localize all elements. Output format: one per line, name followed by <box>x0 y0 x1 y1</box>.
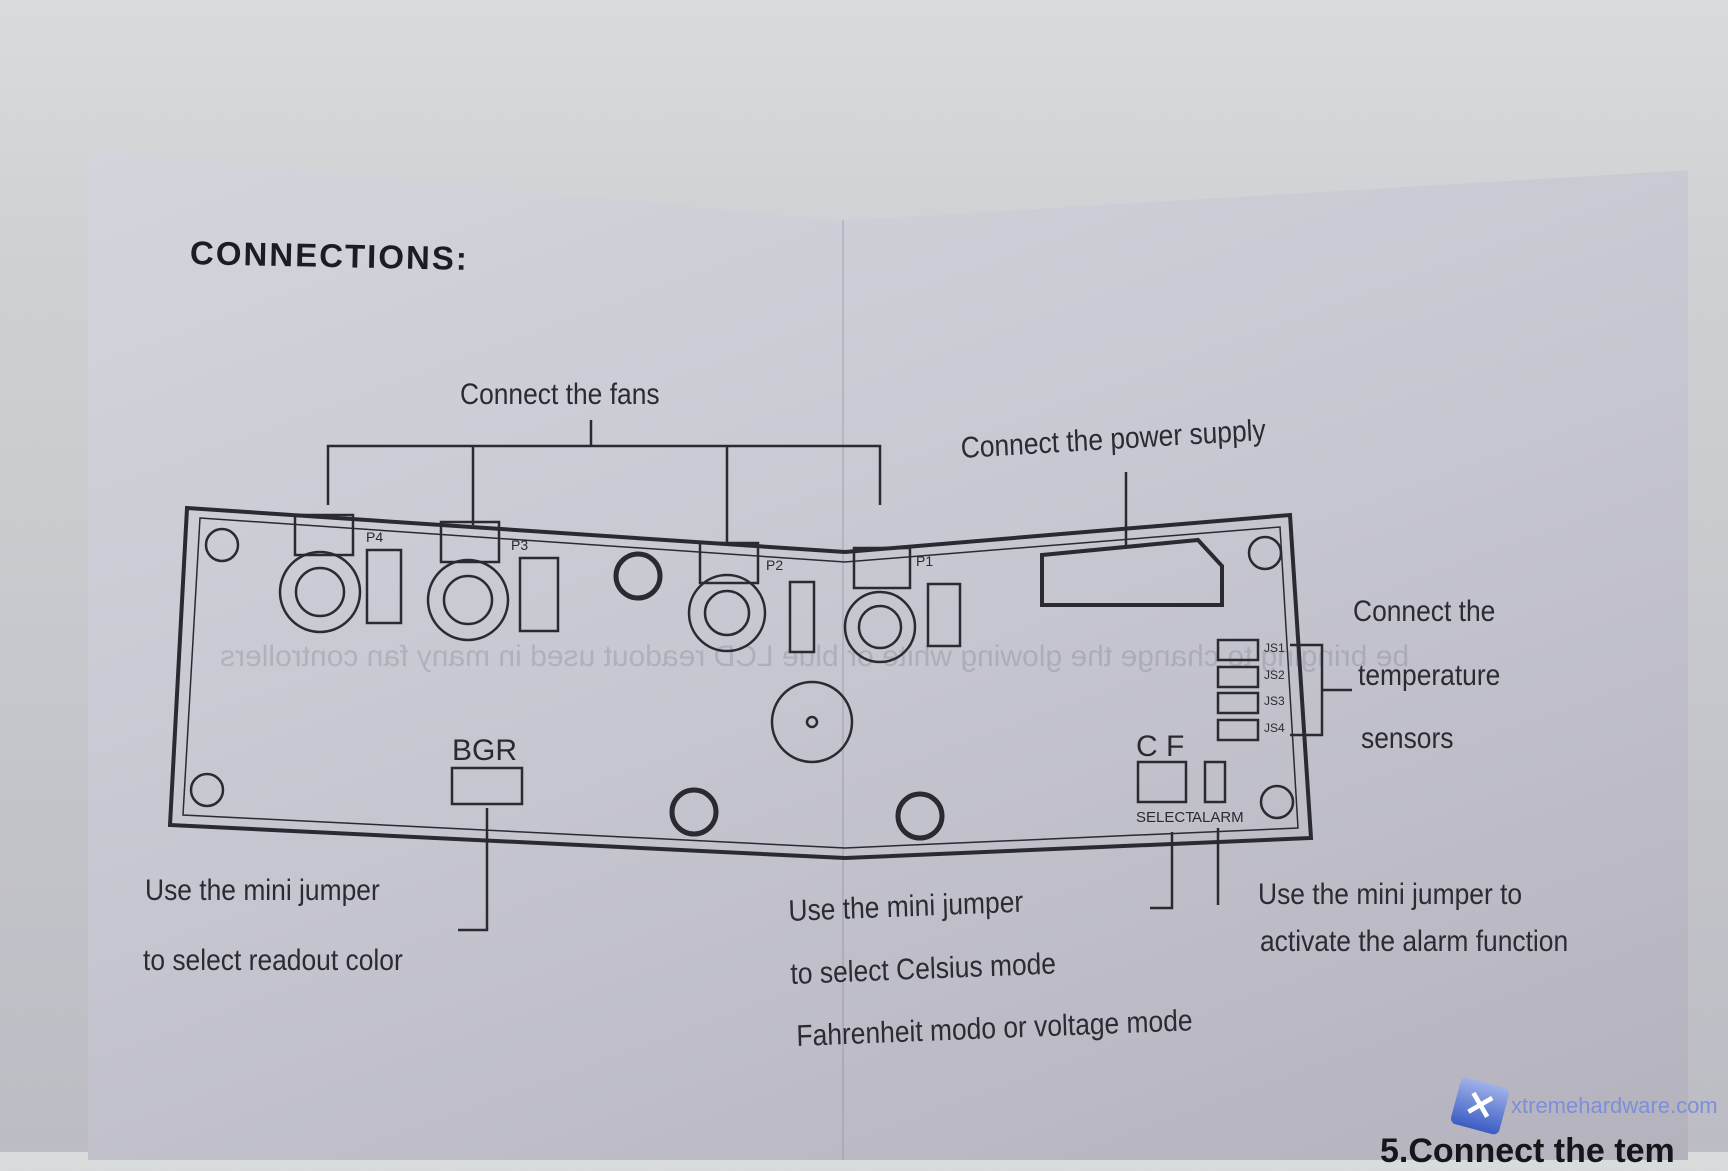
color-jumper <box>450 766 524 806</box>
fan-port-p1 <box>843 546 962 664</box>
port-label-p3: P3 <box>511 537 528 553</box>
watermark: ✕ xtremehardware.com <box>1449 1076 1718 1136</box>
select-label: SELECT <box>1136 809 1194 826</box>
callout-color-1: Use the mini jumper <box>145 874 380 907</box>
port-label-p2: P2 <box>766 557 783 573</box>
bgr-label: BGR <box>452 734 517 767</box>
callout-temp-2: temperature <box>1358 659 1501 692</box>
sensor-label-js1: JS1 <box>1264 641 1285 655</box>
fan-port-p2 <box>687 541 816 654</box>
power-connector <box>1040 537 1224 607</box>
sensor-headers <box>1216 638 1352 742</box>
sensor-label-js3: JS3 <box>1264 694 1285 708</box>
manual-page <box>88 150 1688 1160</box>
cf-label: C F <box>1136 730 1184 763</box>
x-logo-icon: ✕ <box>1449 1076 1511 1136</box>
callout-alarm-1: Use the mini jumper to <box>1258 878 1523 911</box>
board-outline <box>167 505 1314 861</box>
sensor-label-js4: JS4 <box>1264 721 1285 735</box>
mode-jumper <box>1136 760 1188 804</box>
sensor-label-js2: JS2 <box>1264 668 1285 682</box>
callout-temp-1: Connect the <box>1353 595 1496 628</box>
port-label-p4: P4 <box>366 529 383 545</box>
fan-port-p3 <box>426 520 560 642</box>
callout-color-2: to select readout color <box>143 944 403 977</box>
callout-alarm-2: activate the alarm function <box>1260 925 1569 958</box>
port-label-p1: P1 <box>916 553 933 569</box>
fan-bracket-line <box>326 444 882 505</box>
alarm-jumper <box>1203 760 1227 804</box>
callout-fans: Connect the fans <box>460 378 660 411</box>
callout-temp-3: sensors <box>1361 722 1454 755</box>
fan-port-p4 <box>278 513 403 634</box>
page-fold <box>842 220 844 1160</box>
watermark-text: xtremehardware.com <box>1511 1093 1718 1118</box>
alarm-label: ALARM <box>1192 809 1244 826</box>
